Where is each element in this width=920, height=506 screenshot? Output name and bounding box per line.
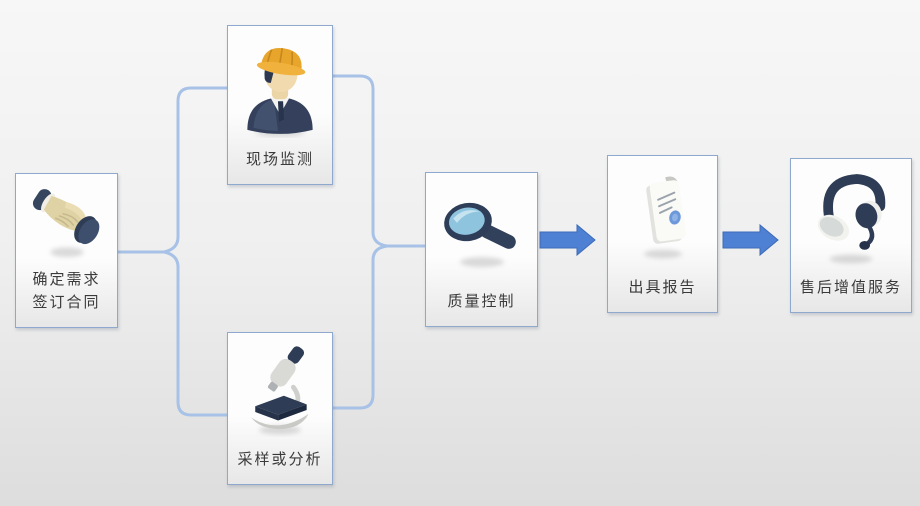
microscope-icon <box>228 333 332 449</box>
node-label: 出具报告 <box>628 279 697 296</box>
report-icon <box>608 156 717 277</box>
node-contract: 确定需求 签订合同 <box>15 173 118 328</box>
node-label: 采样或分析 <box>237 451 323 468</box>
node-issue-report: 出具报告 <box>607 155 718 313</box>
node-quality-control: 质量控制 <box>425 172 538 327</box>
node-label: 现场监测 <box>245 151 314 168</box>
node-label: 确定需求 签订合同 <box>32 271 101 311</box>
headset-icon <box>791 159 911 277</box>
arrow-report-to-aftersales <box>722 223 779 257</box>
node-sampling-analysis: 采样或分析 <box>227 332 333 485</box>
branch-left-brace <box>163 86 229 417</box>
node-label: 质量控制 <box>447 293 516 310</box>
node-after-sales: 售后增值服务 <box>790 158 912 313</box>
handshake-icon <box>16 174 117 269</box>
magnifier-icon <box>426 173 537 291</box>
node-onsite-monitoring: 现场监测 <box>227 25 333 185</box>
arrow-quality-to-report <box>539 223 596 257</box>
merge-right-brace <box>331 74 388 410</box>
node-label: 售后增值服务 <box>799 279 902 296</box>
engineer-icon <box>228 26 332 149</box>
